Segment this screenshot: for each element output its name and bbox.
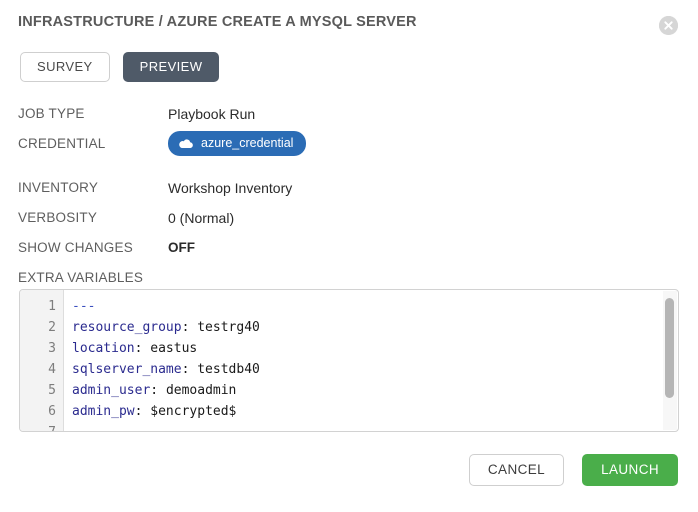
credential-badge[interactable]: azure_credential	[168, 131, 307, 156]
detail-label-inventory: INVENTORY	[18, 180, 99, 195]
credential-badge-label: azure_credential	[201, 136, 294, 150]
detail-row-inventory: INVENTORY Workshop Inventory	[18, 178, 658, 208]
editor-line-number: 5	[48, 383, 56, 398]
cancel-button[interactable]: CANCEL	[468, 453, 565, 486]
editor-line-number: 1	[48, 299, 56, 314]
editor-gutter	[20, 290, 64, 431]
editor-line-number: 6	[48, 404, 56, 419]
editor-line: 4 sqlserver_name: testdb40	[20, 359, 678, 380]
detail-value-inventory: Workshop Inventory	[168, 180, 293, 196]
editor-line-number: 2	[48, 320, 56, 335]
extra-variables-editor[interactable]: 1 --- 2 resource_group: testrg40 3 location: …	[19, 289, 679, 432]
tab-survey[interactable]: SURVEY	[20, 52, 110, 82]
editor-line: 7	[20, 422, 678, 431]
detail-value-show-changes: OFF	[168, 240, 195, 255]
editor-line-number: 7	[20, 422, 56, 431]
editor-scrollbar-track[interactable]	[663, 291, 677, 430]
detail-label-verbosity: VERBOSITY	[18, 210, 98, 225]
extra-variables-label: EXTRA VARIABLES	[18, 270, 144, 285]
cloud-icon	[179, 138, 193, 149]
editor-code-area[interactable]: 1 --- 2 resource_group: testrg40 3 location: …	[20, 290, 678, 431]
editor-line-number: 3	[48, 341, 56, 356]
detail-label-job-type: JOB TYPE	[18, 106, 85, 121]
detail-value-job-type: Playbook Run	[168, 106, 256, 122]
editor-line: 2 resource_group: testrg40	[20, 317, 678, 338]
tab-preview[interactable]: PREVIEW	[122, 52, 220, 82]
detail-row-job-type: JOB TYPE Playbook Run	[18, 104, 658, 134]
editor-line-text: sqlserver_name: testdb40	[72, 362, 260, 377]
dialog-tabs: SURVEY PREVIEW	[20, 52, 220, 82]
close-icon[interactable]	[659, 16, 678, 35]
editor-line: 6 admin_pw: $encrypted$	[20, 401, 678, 422]
editor-line-text: admin_pw: $encrypted$	[72, 404, 237, 419]
launch-button[interactable]: LAUNCH	[582, 453, 678, 486]
editor-line: 5 admin_user: demoadmin	[20, 380, 678, 401]
editor-line-text: admin_user: demoadmin	[72, 383, 237, 398]
editor-line-number: 4	[48, 362, 56, 377]
detail-value-verbosity: 0 (Normal)	[168, 210, 235, 226]
detail-row-credential: CREDENTIAL azure_credential	[18, 131, 658, 178]
detail-label-credential: CREDENTIAL	[18, 136, 106, 151]
editor-line-text: ---	[72, 299, 96, 314]
dialog-footer: CANCEL LAUNCH	[468, 453, 678, 486]
detail-label-show-changes: SHOW CHANGES	[18, 240, 133, 255]
editor-scrollbar-thumb[interactable]	[665, 298, 674, 398]
page-title: INFRASTRUCTURE / AZURE CREATE A MYSQL SE…	[18, 14, 417, 30]
job-detail-list: JOB TYPE Playbook Run CREDENTIAL azure_c…	[18, 104, 658, 268]
editor-line: 1 ---	[20, 296, 678, 317]
editor-line-text: resource_group: testrg40	[72, 320, 260, 335]
editor-line: 3 location: eastus	[20, 338, 678, 359]
detail-row-show-changes: SHOW CHANGES OFF	[18, 238, 658, 268]
editor-line-text: location: eastus	[72, 341, 198, 356]
detail-row-verbosity: VERBOSITY 0 (Normal)	[18, 208, 658, 238]
